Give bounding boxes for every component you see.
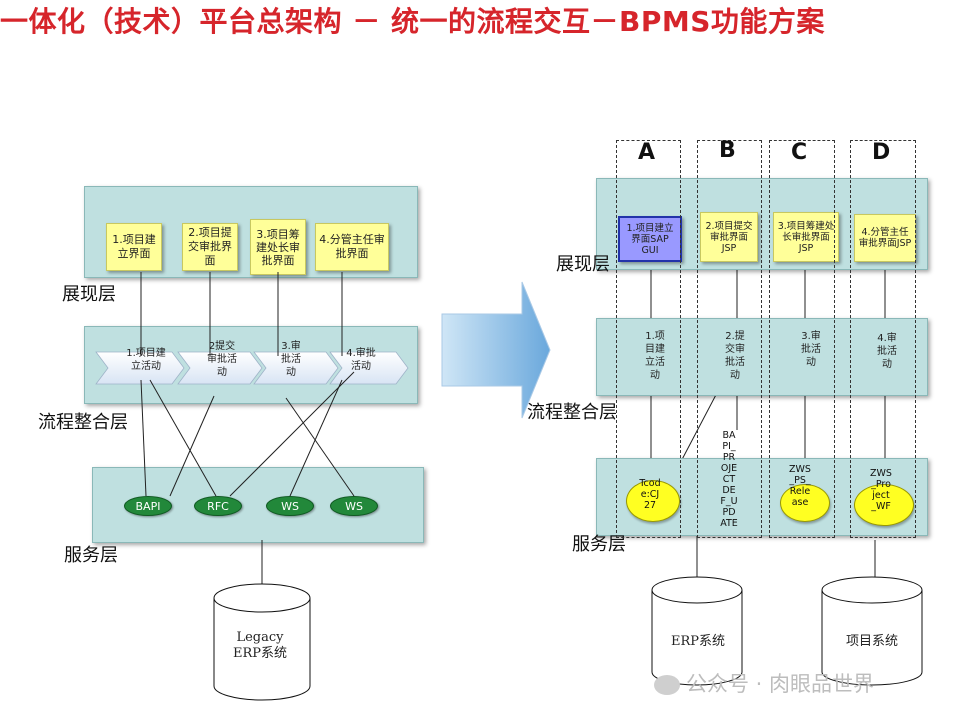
- right-service-zws-project-oval: [854, 484, 914, 526]
- left-database-label: Legacy ERP系统: [232, 630, 288, 661]
- right-process-band: [596, 318, 928, 396]
- right-service-bapi: BAPI_PROJECTDEF_UPDATE: [720, 430, 738, 529]
- wechat-icon: [654, 675, 680, 695]
- left-chevron-3: [253, 351, 339, 385]
- right-ui-box-3: 3.项目筹建处长审批界面JSP: [773, 212, 839, 262]
- right-service-tcode: Tcode:CJ27: [639, 478, 661, 511]
- column-label-d: D: [872, 140, 891, 165]
- left-chevron-2: [177, 351, 263, 385]
- left-step-1: 1.项目建立活动: [126, 348, 166, 372]
- right-database-project: [821, 576, 923, 686]
- right-step-4: 4.审批活动: [877, 333, 897, 370]
- right-presentation-layer-label: 展现层: [556, 254, 610, 275]
- right-database-project-label: 项目系统: [845, 634, 898, 649]
- left-service-layer-label: 服务层: [64, 545, 118, 566]
- right-service-tcode-oval: [626, 480, 680, 522]
- left-service-ws-1: WS: [266, 496, 314, 516]
- right-step-1: 1.项目建立活动: [645, 331, 665, 381]
- transition-arrow: [441, 281, 551, 419]
- right-service-layer-label: 服务层: [572, 534, 626, 555]
- left-ui-box-2: 2.项目提交审批界面: [182, 223, 238, 271]
- left-presentation-layer-label: 展现层: [62, 284, 116, 305]
- right-service-zws-project: ZWS_Project_WF: [870, 468, 892, 512]
- right-process-layer-label: 流程整合层: [527, 402, 617, 423]
- right-service-zws-ps: ZWS_PS_Release: [789, 464, 811, 508]
- column-frame-c: [769, 140, 835, 538]
- right-step-3: 3.审批活动: [801, 331, 821, 368]
- left-service-bapi: BAPI: [124, 496, 172, 516]
- right-step-2: 2.提交审批活动: [725, 331, 745, 381]
- column-frame-d: [850, 140, 916, 538]
- right-ui-box-2: 2.项目提交审批界面JSP: [700, 212, 758, 262]
- right-ui-box-4: 4.分管主任审批界面JSP: [854, 214, 916, 262]
- right-database-erp: [651, 576, 743, 686]
- right-ui-box-1: 1.项目建立界面SAP GUI: [618, 216, 682, 262]
- left-service-rfc: RFC: [194, 496, 242, 516]
- right-service-zws-ps-oval: [780, 484, 830, 522]
- left-ui-box-3: 3.项目筹建处长审批界面: [250, 219, 306, 275]
- left-step-4: 4.审批活动: [346, 348, 376, 372]
- column-label-a: A: [638, 140, 656, 165]
- column-label-b: B: [719, 138, 736, 163]
- watermark: 公众号 · 肉眼品世界: [654, 668, 874, 698]
- left-service-ws-2: WS: [330, 496, 378, 516]
- page-title: 一体化（技术）平台总架构 － 统一的流程交互－BPMS功能方案: [0, 5, 825, 38]
- left-step-2: 2提交审批活动: [207, 341, 237, 378]
- left-ui-box-4: 4.分管主任审批界面: [315, 223, 389, 271]
- left-process-layer-label: 流程整合层: [38, 412, 128, 433]
- left-database-cylinder: [213, 583, 311, 701]
- column-frame-b: [697, 140, 762, 538]
- column-label-c: C: [791, 140, 808, 165]
- column-frame-a: [616, 140, 681, 538]
- left-step-3: 3.审批活动: [281, 341, 301, 378]
- right-database-erp-label: ERP系统: [670, 634, 726, 649]
- left-chevron-1: [95, 351, 185, 385]
- left-ui-box-1: 1.项目建立界面: [106, 223, 162, 271]
